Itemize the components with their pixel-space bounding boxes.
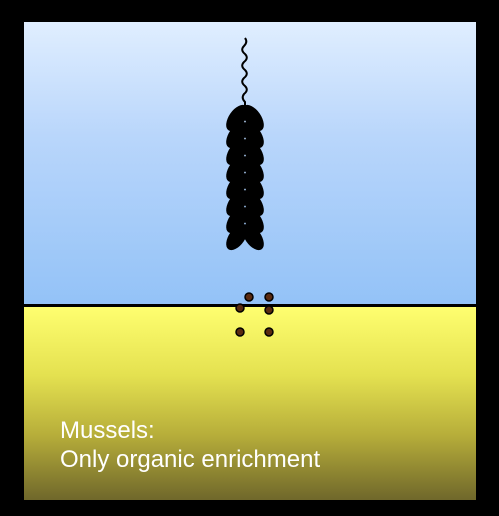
biodeposit-group bbox=[236, 293, 273, 336]
diagram-panel: Mussels: Only organic enrichment bbox=[22, 20, 478, 502]
biodeposit-pellet-icon bbox=[236, 304, 244, 312]
mussel-cluster bbox=[222, 101, 268, 254]
caption-description: Only organic enrichment bbox=[60, 445, 320, 474]
rope-line-icon bbox=[242, 38, 247, 114]
diagram-caption: Mussels: Only organic enrichment bbox=[60, 416, 320, 474]
biodeposit-pellet-icon bbox=[265, 306, 273, 314]
biodeposit-pellet-icon bbox=[265, 293, 273, 301]
caption-title: Mussels: bbox=[60, 416, 320, 445]
biodeposit-pellet-icon bbox=[236, 328, 244, 336]
biodeposit-pellet-icon bbox=[245, 293, 253, 301]
biodeposit-pellet-icon bbox=[265, 328, 273, 336]
